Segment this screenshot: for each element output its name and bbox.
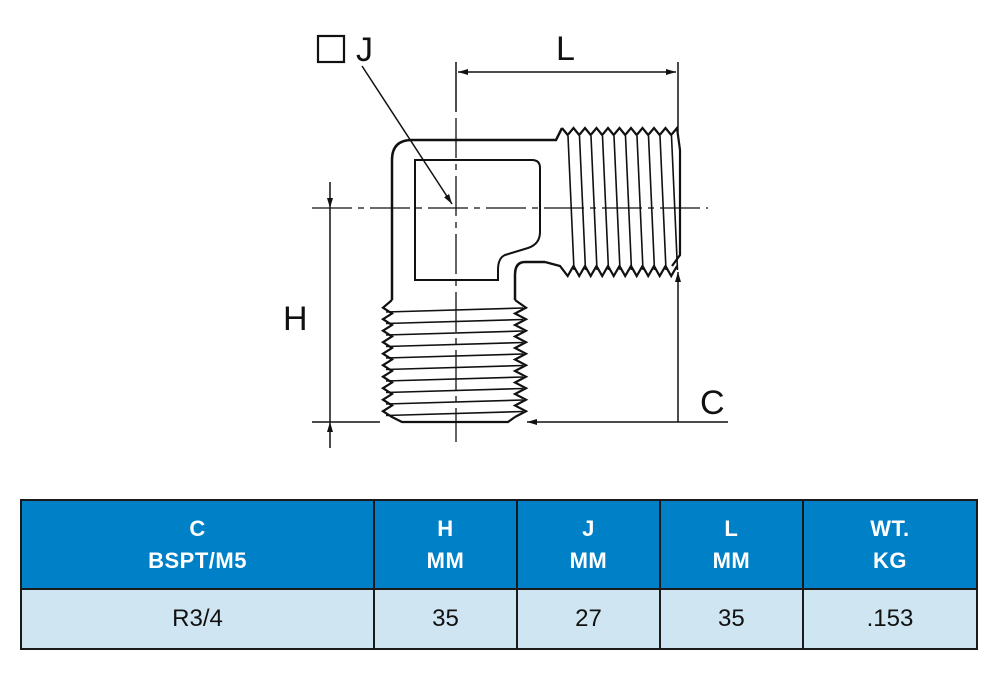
column-header-line2: MM	[426, 547, 465, 573]
elbow-fitting-drawing: J L H C	[283, 30, 728, 448]
dimension-label-j: J	[356, 31, 373, 69]
column-header: H MM	[373, 499, 518, 590]
table-cell: 35	[658, 588, 804, 650]
table-cell: R3/4	[19, 588, 376, 650]
column-header-line1: C	[189, 515, 206, 541]
thread-lines	[380, 125, 682, 424]
dimension-label-l: L	[556, 30, 575, 68]
column-header-line2: MM	[569, 547, 608, 573]
table-cell: 27	[515, 588, 661, 650]
column-header-line2: BSPT/M5	[148, 547, 247, 573]
fitting-body	[390, 127, 564, 300]
column-header-line1: WT.	[870, 515, 910, 541]
column-header: J MM	[515, 499, 661, 590]
table-header-row: C BSPT/M5 H MM J MM L MM WT. KG	[19, 499, 979, 590]
column-header-line2: KG	[872, 547, 907, 573]
table-cell: .153	[801, 588, 979, 650]
column-header: C BSPT/M5	[19, 499, 376, 590]
column-header-line1: H	[437, 515, 454, 541]
dimension-lines	[312, 34, 728, 448]
dimension-label-c: C	[700, 384, 725, 422]
column-header-line2: MM	[712, 547, 751, 573]
column-header: L MM	[658, 499, 804, 590]
column-header-line1: J	[582, 515, 595, 541]
dimension-label-h: H	[283, 300, 308, 338]
column-header-line1: L	[724, 515, 739, 541]
column-header: WT. KG	[801, 499, 979, 590]
table-cell: 35	[373, 588, 518, 650]
center-lines	[312, 118, 708, 442]
